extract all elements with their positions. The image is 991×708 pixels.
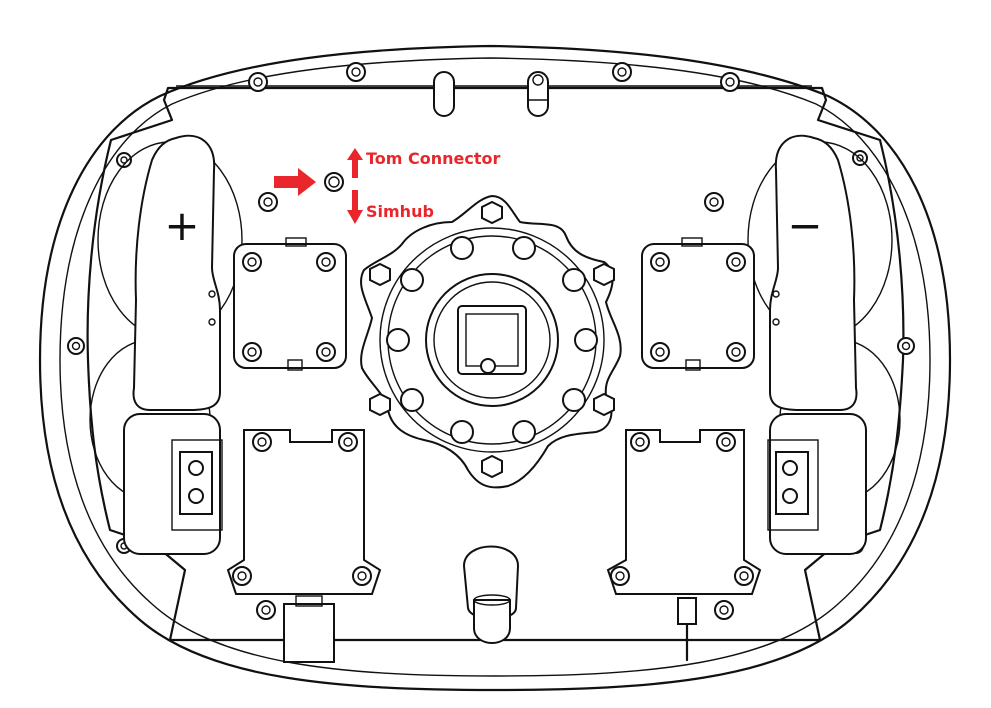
down-arrow-icon: [347, 190, 363, 224]
paddle-pivot: [772, 290, 780, 298]
screw: [704, 192, 724, 212]
left-button-block: [123, 413, 223, 555]
left-paddle-symbol: +: [164, 201, 199, 250]
lower-left-module: [226, 429, 382, 595]
screw: [248, 72, 268, 92]
screw: [897, 337, 915, 355]
screw: [258, 192, 278, 212]
screw: [346, 62, 366, 82]
left-paddle: [132, 134, 221, 411]
top-slot-left: [433, 71, 455, 117]
faceplate: [86, 86, 905, 642]
right-button-block: [767, 413, 867, 555]
wheel-inner-rim: [59, 57, 931, 677]
screw: [116, 152, 132, 168]
paddle-pivot: [208, 290, 216, 298]
bottom-center-knob: [462, 545, 520, 644]
up-arrow-icon: [347, 148, 363, 178]
simhub-label: Simhub: [366, 202, 434, 221]
bottom-right-switch: [677, 597, 697, 662]
right-paddle: [769, 134, 858, 411]
paddle-pivot: [772, 318, 780, 326]
annotation-arrows: [274, 148, 363, 224]
top-slot-right: [527, 71, 549, 117]
upper-right-module: [641, 237, 755, 371]
bottom-left-connector: [283, 595, 335, 663]
paddle-pivot: [208, 318, 216, 326]
upper-left-module: [233, 237, 347, 371]
screw: [714, 600, 734, 620]
connector-port: [324, 172, 344, 192]
screw: [67, 337, 85, 355]
top-slot-pin: [532, 74, 544, 86]
right-paddle-symbol: −: [787, 201, 822, 250]
right-arrow-icon: [274, 168, 316, 196]
center-hub: [360, 194, 622, 489]
screw: [612, 62, 632, 82]
tom-connector-label: Tom Connector: [366, 149, 501, 168]
lower-right-module: [606, 429, 762, 595]
screw: [256, 600, 276, 620]
wheel-outer-shell: [38, 44, 952, 692]
screw: [720, 72, 740, 92]
